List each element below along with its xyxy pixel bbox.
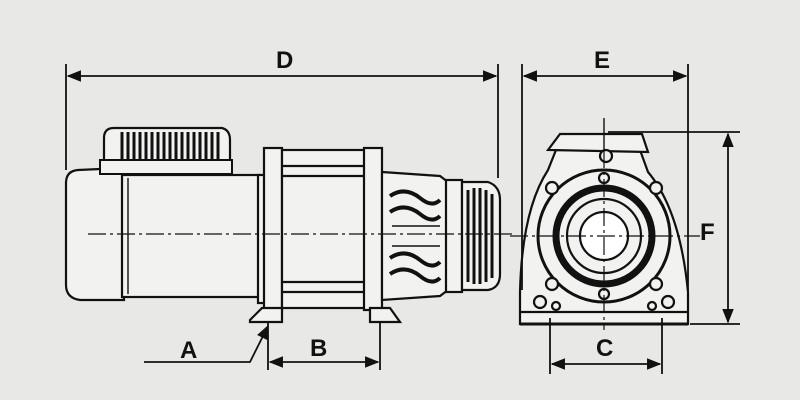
end-view-top-plate [545,132,650,154]
label-a: A [180,337,197,364]
cable-drum [280,148,372,310]
motor-body [120,173,262,299]
end-view [510,118,700,330]
right-frame-plate [362,146,403,324]
dim-a-leader [144,324,269,363]
label-d: D [276,47,293,74]
label-f: F [700,219,715,246]
gearbox-end-cover [444,178,502,294]
side-view [64,126,512,324]
label-c: C [596,335,613,362]
base-bolts [532,294,676,312]
dimension-lines [65,64,740,374]
terminal-box-fins [120,132,220,160]
terminal-box [99,126,233,175]
gearbox-housing [380,170,450,302]
label-b: B [310,335,327,362]
flange-bolts [544,171,664,301]
label-e: E [594,47,610,74]
dimension-labels: D E F C B A [180,47,715,364]
left-frame-plate [248,146,284,324]
